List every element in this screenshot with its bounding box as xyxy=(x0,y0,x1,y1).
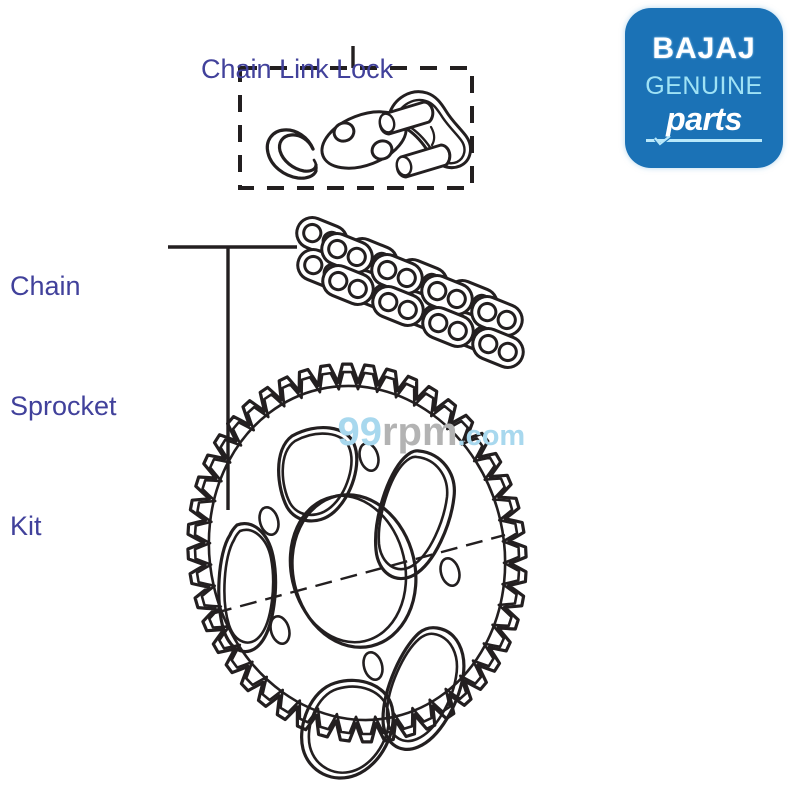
lightening-hole xyxy=(217,522,278,654)
lightening-hole xyxy=(381,626,466,751)
chain-pin-upper xyxy=(378,100,435,136)
watermark-part-2: rpm xyxy=(381,410,458,454)
lightening-hole xyxy=(374,449,456,581)
label-chain-link-lock: Chain Link Lock xyxy=(171,9,393,129)
sprocket-center-bore xyxy=(288,493,418,649)
chain-sprocket-kit-leader xyxy=(168,245,297,510)
sprocket-lightening-holes xyxy=(217,426,466,780)
watermark-part-1: 99 xyxy=(337,410,382,454)
chain-sprocket-kit-line-2: Sprocket xyxy=(10,391,117,421)
link-with-pins-part xyxy=(378,90,473,179)
bajaj-genuine-parts-logo: BAJAJ GENUINE parts xyxy=(625,8,783,168)
chain-link-lock-label-text: Chain Link Lock xyxy=(201,54,394,84)
site-watermark: 99rpm.com xyxy=(293,372,525,492)
chain-link-lock-parts xyxy=(265,90,473,180)
check-icon xyxy=(654,136,671,148)
chain-sprocket-kit-line-1: Chain xyxy=(10,271,81,301)
logo-brand-text: BAJAJ xyxy=(652,32,756,65)
label-chain-sprocket-kit: Chain Sprocket Kit xyxy=(10,186,117,626)
logo-genuine-text: GENUINE xyxy=(645,72,763,100)
logo-underline-group xyxy=(646,136,762,148)
logo-underline xyxy=(646,139,762,142)
sprocket-centerline xyxy=(214,533,506,615)
spring-clip-part xyxy=(265,128,318,180)
drive-chain xyxy=(290,211,530,374)
logo-parts-text: parts xyxy=(666,101,742,137)
chain-sprocket-kit-line-3: Kit xyxy=(10,511,42,541)
chain-link-lock-callout-box xyxy=(238,66,474,190)
lightening-hole xyxy=(277,426,359,523)
sprocket-bolt-holes xyxy=(258,442,461,681)
watermark-part-3: .com xyxy=(457,420,526,452)
chain-pin-lower xyxy=(395,143,452,179)
lightening-hole xyxy=(300,678,395,780)
rear-sprocket xyxy=(186,362,528,780)
